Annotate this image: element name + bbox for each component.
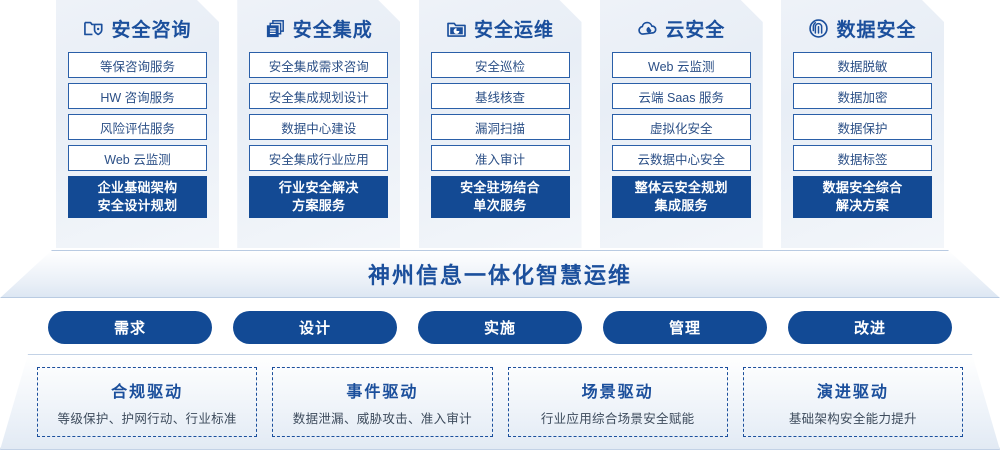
cloud-icon: [637, 18, 658, 39]
platform-banner-title: 神州信息一体化智慧运维: [367, 263, 632, 288]
service-item[interactable]: 安全集成需求咨询: [249, 52, 388, 78]
card-highlight[interactable]: 安全驻场结合 单次服务: [431, 176, 570, 218]
card-title: 安全集成: [292, 19, 373, 41]
service-item[interactable]: 数据保护: [793, 114, 932, 140]
driver-description: 等级保护、护网行动、行业标准: [57, 411, 237, 426]
card-title: 安全运维: [473, 19, 554, 41]
pillar-card-security-consulting[interactable]: 安全咨询 等保咨询服务 HW 咨询服务 风险评估服务 Web 云监测 企业基础架…: [56, 0, 219, 248]
service-item[interactable]: 安全集成行业应用: [249, 145, 388, 171]
pillar-card-cloud-security[interactable]: 云安全 Web 云监测 云端 Saas 服务 虚拟化安全 云数据中心安全 整体云…: [600, 0, 763, 248]
card-title: 云安全: [665, 19, 726, 41]
card-highlight[interactable]: 整体云安全规划 集成服务: [612, 176, 751, 218]
service-item[interactable]: 数据标签: [793, 145, 932, 171]
service-item[interactable]: Web 云监测: [68, 145, 207, 171]
phase-pill-improvement[interactable]: 改进: [788, 311, 952, 344]
service-item[interactable]: 数据加密: [793, 83, 932, 109]
card-title: 数据安全: [836, 19, 917, 41]
highlight-line-2: 安全设计规划: [97, 198, 178, 213]
phase-pill-design[interactable]: 设计: [233, 311, 397, 344]
service-item[interactable]: 等保咨询服务: [68, 52, 207, 78]
service-item[interactable]: 云数据中心安全: [612, 145, 751, 171]
highlight-line-1: 整体云安全规划: [634, 180, 728, 195]
folder-shield-icon: [83, 18, 104, 39]
driver-title: 场景驱动: [581, 383, 654, 401]
card-header: 数据安全: [793, 8, 932, 48]
driver-title: 合规驱动: [111, 383, 184, 401]
folder-chart-icon: [446, 18, 467, 39]
service-item[interactable]: 云端 Saas 服务: [612, 83, 751, 109]
pillar-card-security-integration[interactable]: 安全集成 安全集成需求咨询 安全集成规划设计 数据中心建设 安全集成行业应用 行…: [237, 0, 400, 248]
driver-block-evolution[interactable]: 演进驱动 基础架构安全能力提升: [742, 367, 963, 437]
driver-block-compliance[interactable]: 合规驱动 等级保护、护网行动、行业标准: [37, 367, 258, 437]
card-title: 安全咨询: [111, 19, 192, 41]
highlight-line-2: 方案服务: [292, 198, 346, 213]
highlight-line-1: 行业安全解决: [278, 180, 359, 195]
driver-title: 演进驱动: [816, 383, 889, 401]
driver-description: 基础架构安全能力提升: [788, 411, 917, 426]
service-item[interactable]: 准入审计: [431, 145, 570, 171]
stacked-documents-icon: [265, 18, 286, 39]
service-item[interactable]: HW 咨询服务: [68, 83, 207, 109]
service-item[interactable]: 漏洞扫描: [431, 114, 570, 140]
card-header: 云安全: [612, 8, 751, 48]
highlight-line-1: 企业基础架构: [97, 180, 178, 195]
platform-banner: 神州信息一体化智慧运维: [0, 250, 1000, 298]
driver-block-incident[interactable]: 事件驱动 数据泄漏、威胁攻击、准入审计: [272, 367, 493, 437]
highlight-line-2: 解决方案: [835, 198, 890, 213]
highlight-line-2: 集成服务: [654, 198, 708, 213]
card-header: 安全咨询: [68, 8, 207, 48]
card-highlight[interactable]: 企业基础架构 安全设计规划: [68, 176, 207, 218]
highlight-line-1: 安全驻场结合: [460, 180, 540, 195]
driver-block-scenario[interactable]: 场景驱动 行业应用综合场景安全赋能: [507, 367, 728, 437]
service-item[interactable]: 安全集成规划设计: [249, 83, 388, 109]
driver-description: 行业应用综合场景安全赋能: [540, 411, 695, 426]
pillar-card-data-security[interactable]: 数据安全 数据脱敏 数据加密 数据保护 数据标签 数据安全综合 解决方案: [781, 0, 944, 248]
phase-pill-implementation[interactable]: 实施: [418, 311, 582, 344]
pillar-card-security-operations[interactable]: 安全运维 安全巡检 基线核查 漏洞扫描 准入审计 安全驻场结合 单次服务: [419, 0, 582, 248]
phase-pill-management[interactable]: 管理: [603, 311, 767, 344]
service-item[interactable]: 数据脱敏: [793, 52, 932, 78]
fingerprint-icon: [808, 18, 829, 39]
phase-pill-requirement[interactable]: 需求: [48, 311, 212, 344]
highlight-line-2: 单次服务: [473, 198, 527, 213]
service-item[interactable]: 基线核查: [431, 83, 570, 109]
phase-pill-row: 需求 设计 实施 管理 改进: [0, 311, 1000, 344]
service-item[interactable]: 数据中心建设: [249, 114, 388, 140]
pillar-card-row: 安全咨询 等保咨询服务 HW 咨询服务 风险评估服务 Web 云监测 企业基础架…: [0, 0, 1000, 252]
card-highlight[interactable]: 数据安全综合 解决方案: [793, 176, 932, 218]
driver-description: 数据泄漏、威胁攻击、准入审计: [292, 411, 472, 426]
service-item[interactable]: 安全巡检: [431, 52, 570, 78]
card-header: 安全运维: [431, 8, 570, 48]
service-item[interactable]: 虚拟化安全: [612, 114, 751, 140]
service-item[interactable]: Web 云监测: [612, 52, 751, 78]
card-highlight[interactable]: 行业安全解决 方案服务: [249, 176, 388, 218]
driver-title: 事件驱动: [346, 383, 419, 401]
highlight-line-1: 数据安全综合: [822, 180, 903, 195]
driver-panel: 合规驱动 等级保护、护网行动、行业标准 事件驱动 数据泄漏、威胁攻击、准入审计 …: [0, 354, 1000, 450]
card-header: 安全集成: [249, 8, 388, 48]
service-item[interactable]: 风险评估服务: [68, 114, 207, 140]
